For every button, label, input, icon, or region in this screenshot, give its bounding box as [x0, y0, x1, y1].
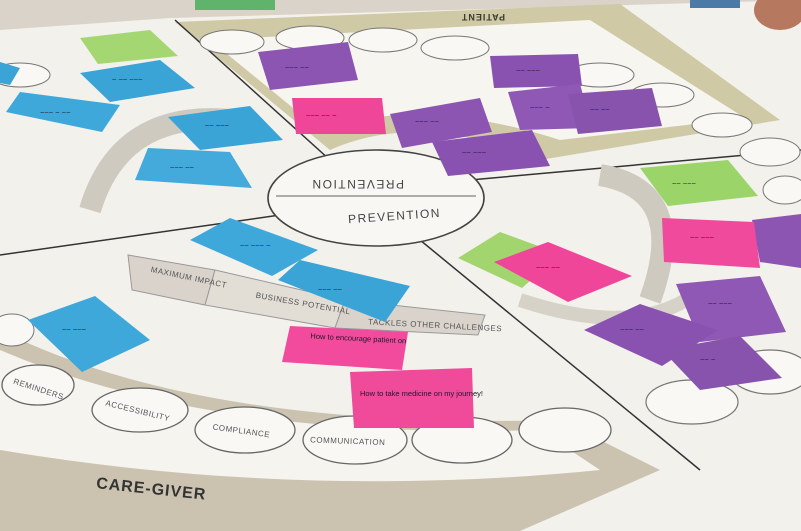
svg-text:~~ ~~~ ~: ~~ ~~~ ~	[240, 241, 271, 250]
sticky-note-purple-6[interactable]: ~~ ~~~	[432, 130, 550, 176]
sticky-note-purple-2[interactable]: ~~ ~~~	[490, 54, 582, 88]
sticky-note-purple-1[interactable]: ~~~ ~~	[258, 42, 358, 90]
sticky-note-green-1[interactable]	[80, 30, 178, 64]
sticky-note-blue-1[interactable]: ~ ~~ ~~~	[80, 60, 195, 102]
svg-text:~~ ~~~: ~~ ~~~	[462, 148, 487, 157]
marker-green	[195, 0, 275, 10]
sticky-note-pink-encourage[interactable]: How to encourage patient on	[282, 326, 408, 370]
svg-text:~~ ~~~: ~~ ~~~	[672, 179, 697, 188]
bubble-top-3	[348, 27, 418, 53]
divider-se	[419, 239, 701, 471]
svg-text:~~ ~~~: ~~ ~~~	[708, 299, 733, 308]
svg-text:~~ ~~~: ~~ ~~~	[62, 325, 87, 334]
svg-text:~~ ~: ~~ ~	[700, 355, 716, 364]
sticky-note-pink-3[interactable]: ~~~ ~~	[494, 242, 632, 302]
center-circle	[267, 149, 485, 247]
svg-text:~~~ ~~: ~~~ ~~	[620, 325, 645, 334]
sticky-note-blue-7[interactable]: ~~~ ~~	[278, 260, 410, 322]
center-bottom-text: PREVENTION	[348, 206, 442, 226]
hand	[754, 0, 801, 30]
sticky-note-purple-4[interactable]: ~~ ~~	[568, 88, 662, 134]
svg-text:~~ ~~~: ~~ ~~~	[516, 66, 541, 75]
bubble-reminders	[1, 364, 75, 406]
sticky-note-blue-5[interactable]: ~~~ ~~	[135, 148, 252, 188]
svg-text:~~~ ~~: ~~~ ~~	[285, 63, 310, 72]
svg-text:~ ~~ ~~~: ~ ~~ ~~~	[112, 75, 143, 84]
patient-label: PATIENT	[461, 12, 505, 22]
sticky-note-pink-2[interactable]: ~~ ~~~	[662, 218, 760, 268]
svg-text:~~~ ~ ~~: ~~~ ~ ~~	[40, 108, 71, 117]
svg-text:~~ ~~: ~~ ~~	[590, 105, 610, 114]
svg-text:~~~ ~~: ~~~ ~~	[170, 163, 195, 172]
svg-text:~~~ ~~: ~~~ ~~	[536, 263, 561, 272]
arc-e	[597, 164, 674, 304]
bubble-accessibility	[91, 387, 189, 433]
svg-text:~~~ ~~: ~~~ ~~	[318, 285, 343, 294]
sticky-note-blue-2[interactable]: ~~~ ~ ~~	[6, 92, 120, 132]
bubble-top-7	[691, 112, 753, 138]
svg-text:~~~ ~~ ~: ~~~ ~~ ~	[306, 111, 337, 120]
sticky-note-blue-8[interactable]: ~~ ~~~	[28, 296, 150, 372]
bubble-right-3	[645, 379, 739, 425]
center-top-text: PREVENTION	[311, 177, 404, 191]
sticky-note-purple-5[interactable]: ~~~ ~~	[390, 98, 492, 148]
svg-text:~~~ ~: ~~~ ~	[530, 103, 550, 112]
marker-blue	[690, 0, 740, 8]
svg-text:~~ ~~~: ~~ ~~~	[690, 233, 715, 242]
bubble-top-1	[199, 29, 265, 55]
bubble-right-1	[739, 137, 801, 167]
svg-text:~~~ ~~: ~~~ ~~	[415, 117, 440, 126]
sticky-note-blue-6[interactable]: ~~ ~~~ ~	[190, 218, 318, 276]
bubble-compliance	[194, 406, 296, 454]
bubble-empty-2	[518, 407, 612, 453]
sticky-note-green-2[interactable]: ~~ ~~~	[640, 160, 758, 206]
bubble-text-communication: COMMUNICATION	[310, 435, 386, 447]
bubble-right-2	[762, 175, 801, 205]
bubble-left-2	[0, 313, 35, 347]
bubble-top-4	[420, 35, 490, 61]
svg-text:~~ ~~~: ~~ ~~~	[205, 121, 230, 130]
sticky-note-purple-7[interactable]	[752, 214, 801, 268]
sticky-note-pink-1[interactable]: ~~~ ~~ ~	[292, 98, 386, 134]
sticky-note-purple-10[interactable]: ~~ ~	[662, 336, 782, 390]
sticky-note-blue-3[interactable]	[0, 62, 20, 85]
note-medicine-text: How to take medicine on my journey!	[360, 389, 483, 398]
sticky-note-pink-medicine[interactable]: How to take medicine on my journey!	[350, 368, 483, 428]
sticky-note-blue-4[interactable]: ~~ ~~~	[168, 106, 283, 150]
